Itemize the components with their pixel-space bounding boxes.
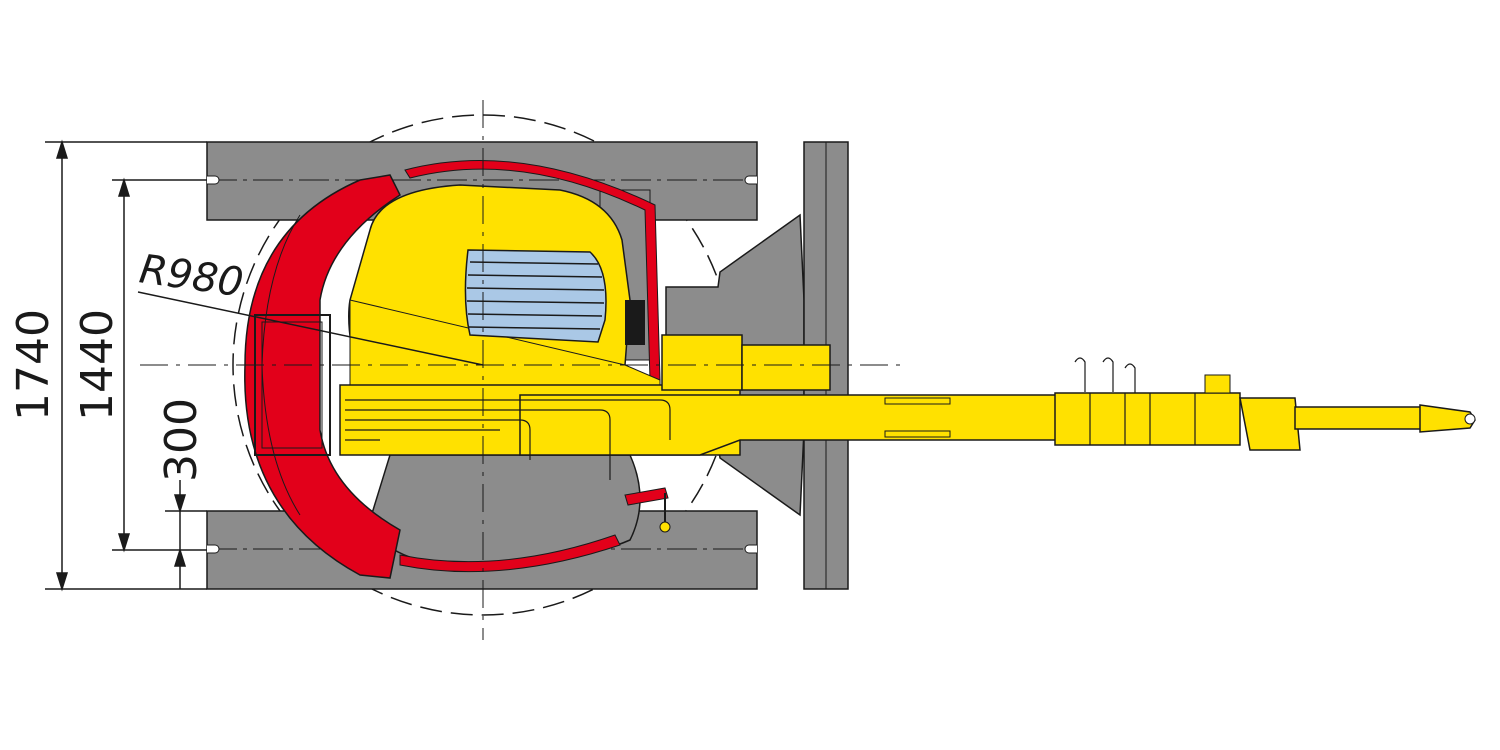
dimension-1740-label: 1740 (8, 309, 59, 421)
dimension-300 (165, 480, 207, 589)
dimension-300-label: 300 (156, 398, 207, 482)
cab-window (464, 249, 607, 343)
counterweight (244, 160, 661, 579)
hydraulic-hoses (345, 399, 671, 480)
dimension-1440 (112, 177, 207, 553)
boom-arm (519, 357, 1476, 456)
dimension-1740 (45, 139, 207, 592)
radius-leader (137, 291, 484, 366)
dimension-1440-label: 1440 (72, 309, 123, 421)
swing-cylinder (624, 487, 671, 533)
radius-label: R980 (137, 246, 247, 306)
